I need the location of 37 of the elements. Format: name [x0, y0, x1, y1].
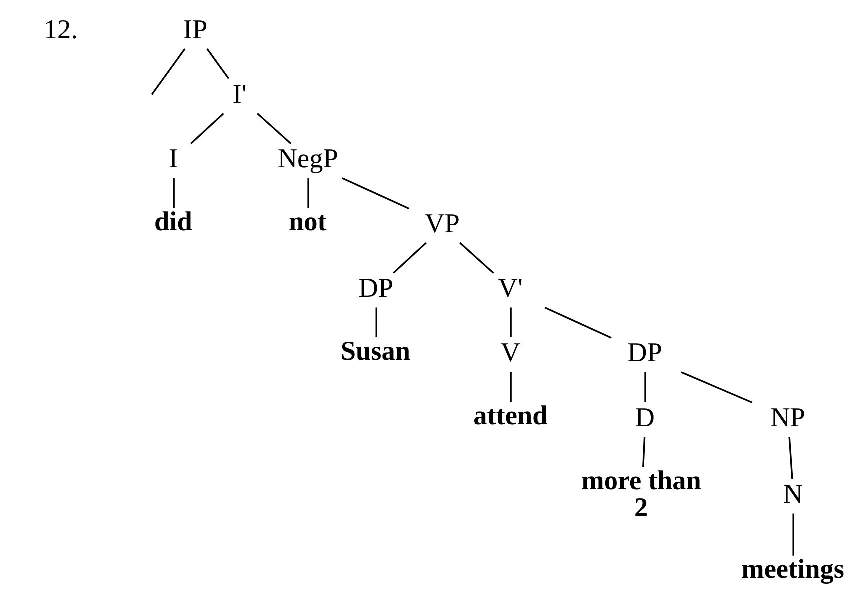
- connector: [206, 48, 230, 80]
- node-text: IP: [182, 14, 208, 44]
- connector: [375, 308, 377, 338]
- node-text: V: [500, 338, 520, 368]
- connector: [342, 178, 409, 210]
- node-text: meetings: [741, 554, 844, 584]
- connector: [544, 306, 612, 339]
- connector: [150, 48, 186, 96]
- node-text: D: [634, 402, 654, 432]
- connector: [680, 372, 752, 404]
- node-text: N: [782, 478, 803, 509]
- node-text: more than 2: [581, 465, 701, 523]
- node-text: I: [168, 144, 178, 174]
- node-text: not: [288, 206, 326, 237]
- connector: [642, 437, 646, 468]
- connector: [510, 372, 512, 402]
- node-text: did: [154, 206, 192, 237]
- connector: [172, 178, 174, 208]
- connector: [459, 242, 494, 274]
- connector: [256, 113, 292, 144]
- label: 12.: [43, 14, 78, 44]
- node-text: Susan: [340, 336, 410, 366]
- node-text: NegP: [277, 144, 338, 174]
- connector: [644, 372, 646, 402]
- connector: [510, 308, 512, 338]
- node-text: attend: [473, 400, 548, 431]
- connector: [190, 113, 224, 144]
- connector: [792, 514, 794, 556]
- node-text: V': [498, 273, 522, 304]
- connector: [788, 437, 793, 480]
- node-text: DP: [627, 338, 662, 368]
- connector: [392, 242, 426, 274]
- connector: [307, 178, 309, 208]
- node-text: DP: [358, 273, 394, 304]
- node-text: VP: [424, 208, 460, 238]
- node-text: NP: [770, 402, 805, 432]
- node-text: I': [232, 79, 246, 110]
